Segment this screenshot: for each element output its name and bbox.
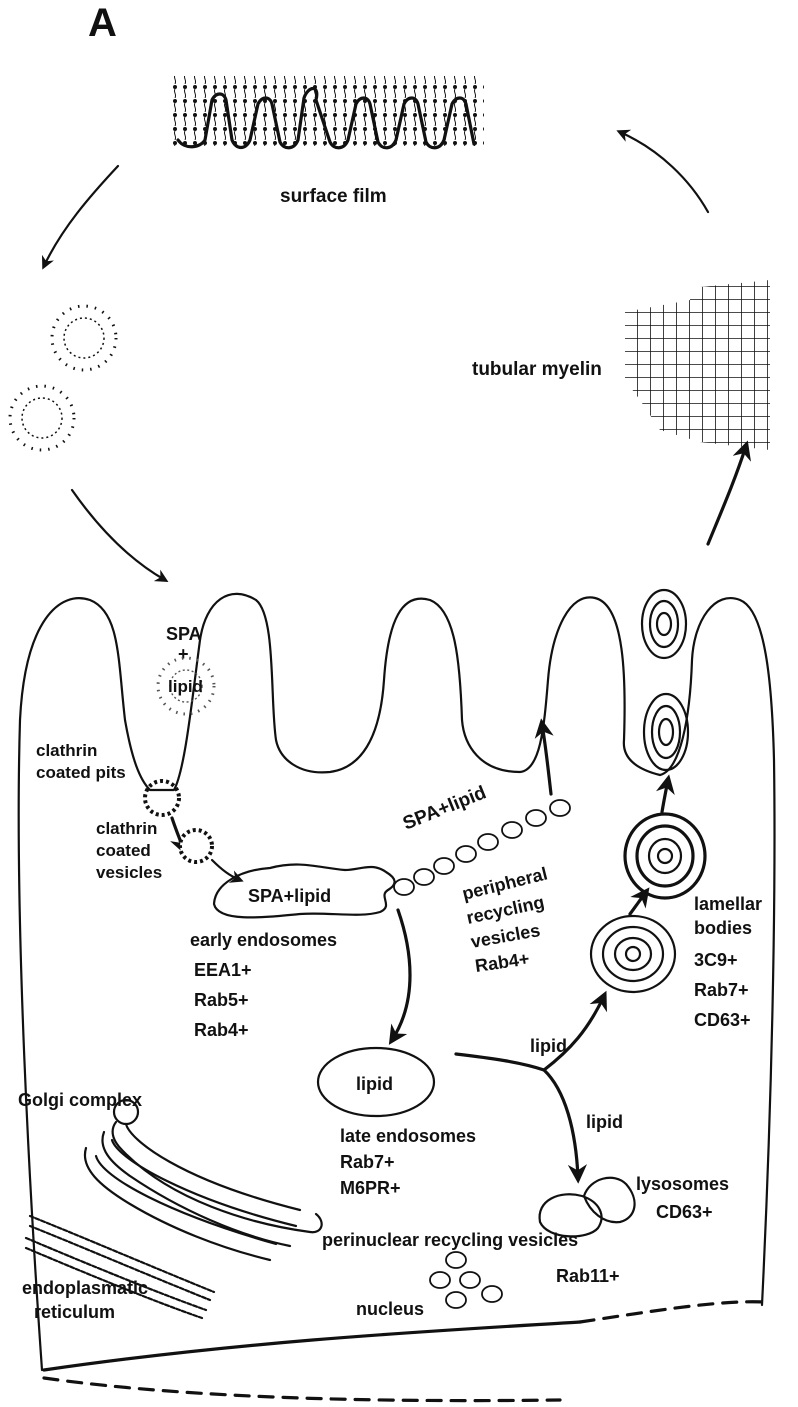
- perinuclear-vesicles: [430, 1252, 502, 1308]
- panel-label: A: [88, 1, 117, 45]
- lamellar-label-2: bodies: [694, 918, 752, 938]
- nucleus-outline-bottom: [44, 1378, 560, 1401]
- small-lipid-vesicles: [10, 306, 116, 450]
- arrow-lamellar-lower-to-upper: [630, 892, 646, 914]
- lamellar-3c9-label: 3C9+: [694, 950, 738, 970]
- lamellar-body-lower: [591, 916, 675, 992]
- late-endosomes-label: late endosomes: [340, 1126, 476, 1146]
- lamellar-body-released: [642, 590, 686, 658]
- late-m6pr-label: M6PR+: [340, 1178, 401, 1198]
- er-label-2: reticulum: [34, 1302, 115, 1322]
- plus-label: +: [178, 644, 189, 664]
- lamellar-body-secreting: [644, 694, 688, 770]
- peripheral-label-4: Rab4+: [474, 949, 531, 976]
- surface-film-label: surface film: [280, 186, 387, 207]
- rab5-label: Rab5+: [194, 990, 249, 1010]
- lamellar-rab7-label: Rab7+: [694, 980, 749, 1000]
- arrow-film-to-vesicles: [44, 166, 118, 266]
- spa-lipid-beads-label: SPA+lipid: [400, 782, 489, 834]
- late-rab7-label: Rab7+: [340, 1152, 395, 1172]
- rab4-label: Rab4+: [194, 1020, 249, 1040]
- clathrin-pits-label-2: coated pits: [36, 763, 126, 782]
- eea1-label: EEA1+: [194, 960, 252, 980]
- early-endosomes-label: early endosomes: [190, 930, 337, 950]
- tubular-myelin-illustration: [625, 280, 770, 450]
- lipid-late-label: lipid: [356, 1074, 393, 1094]
- arrow-lamellar-to-myelin: [708, 446, 746, 544]
- lamellar-body-middle: [625, 814, 705, 898]
- lysosomes-cd63-label: CD63+: [656, 1202, 713, 1222]
- nucleus-outline: [44, 1322, 580, 1370]
- nucleus-label: nucleus: [356, 1299, 424, 1319]
- rab11-label: Rab11+: [556, 1266, 620, 1286]
- arrow-late-branch-trunk: [456, 1054, 544, 1070]
- lipid-in-pit-label: lipid: [168, 677, 203, 696]
- lipid-to-lysosome-label: lipid: [586, 1112, 623, 1132]
- perinuclear-label: perinuclear recycling vesicles: [322, 1230, 578, 1250]
- er-label-1: endoplasmatic: [22, 1278, 148, 1298]
- clathrin-coated-pit: [145, 781, 179, 815]
- golgi-complex: [85, 1100, 322, 1260]
- surface-film-illustration: [172, 76, 484, 148]
- nucleus-outline-dashed: [580, 1302, 765, 1322]
- tubular-myelin-label: tubular myelin: [472, 359, 602, 380]
- lamellar-label-1: lamellar: [694, 894, 762, 914]
- spa-lipid-endosome-label: SPA+lipid: [248, 886, 331, 906]
- arrow-recycling-to-surface: [542, 724, 551, 794]
- clathrin-pits-label-1: clathrin: [36, 741, 97, 760]
- clathrin-vesicles-label-3: vesicles: [96, 863, 162, 882]
- arrow-myelin-to-film: [620, 132, 708, 212]
- lamellar-cd63-label: CD63+: [694, 1010, 751, 1030]
- arrow-late-to-lysosome: [544, 1070, 578, 1178]
- arrow-lamellar-to-surface: [662, 780, 668, 812]
- lysosomes-label: lysosomes: [636, 1174, 729, 1194]
- arrow-vesicles-to-cell: [72, 490, 165, 580]
- arrow-early-to-late: [392, 910, 410, 1040]
- clathrin-coated-vesicle: [180, 830, 212, 862]
- spa-label: SPA: [166, 624, 202, 644]
- lipid-to-lamellar-label: lipid: [530, 1036, 567, 1056]
- arrow-late-to-lamellar: [544, 996, 604, 1070]
- clathrin-vesicles-label-2: coated: [96, 841, 151, 860]
- clathrin-vesicles-label-1: clathrin: [96, 819, 157, 838]
